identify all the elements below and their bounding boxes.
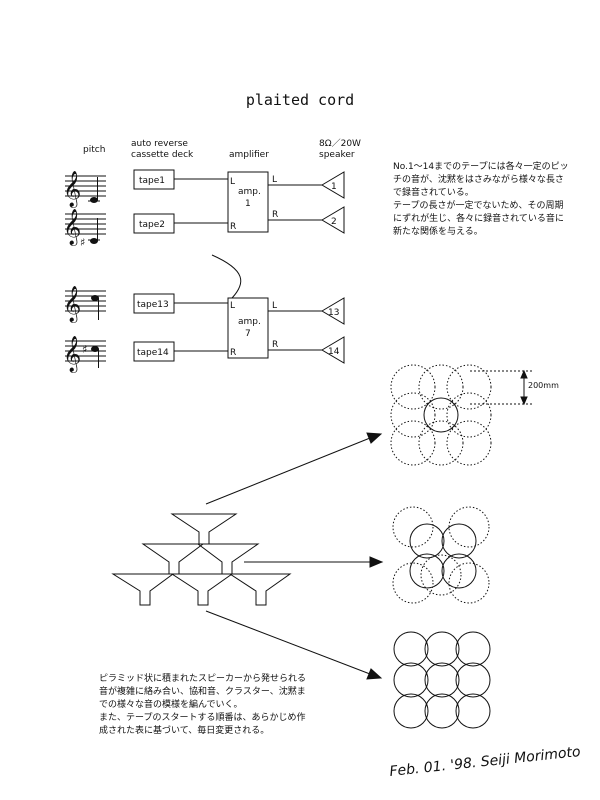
speaker-number: 14 [328, 347, 340, 357]
speaker-grid-2 [392, 506, 490, 604]
arrow-head [366, 668, 383, 680]
arrow-head [366, 432, 383, 444]
amp-box-7 [227, 297, 269, 359]
tape-label: tape14 [137, 348, 169, 358]
speaker-number: 2 [331, 217, 337, 227]
speaker-horn [170, 573, 234, 606]
speaker-horn [111, 573, 175, 606]
note-bottom: ピラミッド状に積まれたスピーカーから発せられる 音が複雑に絡み合い、協和音、クラ… [99, 674, 307, 736]
sharp-icon: ♯ [80, 236, 85, 249]
amp-link-curve [211, 254, 242, 299]
treble-clef-icon: 𝄞 [63, 171, 81, 208]
input-l-label: L [230, 177, 235, 187]
header-pitch: pitch [83, 145, 106, 155]
speaker-grid-3 [393, 631, 491, 729]
tape-label: tape1 [139, 176, 165, 186]
arrow-to-grid-1 [205, 437, 371, 505]
speaker-icon-13 [321, 297, 345, 325]
tape-label: tape2 [139, 220, 165, 230]
speaker-horn [170, 513, 238, 545]
tape-label: tape13 [137, 300, 169, 310]
header-deck: auto reverse cassette deck [131, 139, 194, 160]
amp-label: amp. [238, 317, 261, 327]
note-top: No.1～14までのテープには各々一定のピッ チの音が、沈黙をはさみながら様々な… [393, 162, 569, 237]
staff-2: 𝄞 ♯ [63, 209, 106, 249]
note-head [90, 197, 98, 203]
input-r-label: R [230, 348, 236, 358]
speaker-icon-14 [321, 336, 345, 364]
amp-number: 1 [245, 199, 251, 209]
amp-label: amp. [238, 187, 261, 197]
sharp-icon: ♯ [82, 343, 87, 356]
speaker-horn [141, 543, 205, 575]
speaker-horn [228, 573, 292, 606]
dimension-label: 200mm [528, 381, 559, 390]
note-head [91, 346, 99, 352]
treble-clef-icon: 𝄞 [63, 209, 81, 246]
signature: Feb. 01. '98. Seiji Morimoto [389, 744, 582, 780]
output-l-label: L [272, 301, 277, 311]
arrow-head [369, 556, 384, 568]
page-title: plaited cord [245, 91, 355, 109]
staff-4: 𝄞 ♯ [63, 336, 106, 373]
staff-3: 𝄞 [63, 286, 106, 323]
output-l-label: L [272, 175, 277, 185]
speaker-grid-1 [390, 364, 492, 466]
header-speaker: 8Ω／20W speaker [319, 139, 361, 160]
speaker-number: 1 [331, 182, 337, 192]
amp-box-1 [227, 171, 269, 233]
note-head [91, 295, 99, 301]
output-r-label: R [272, 210, 278, 220]
speaker-icon-2 [321, 206, 345, 234]
header-amplifier: amplifier [229, 150, 269, 160]
treble-clef-icon: 𝄞 [63, 286, 81, 323]
staff-1: 𝄞 [63, 171, 106, 208]
speaker-number: 13 [328, 308, 339, 318]
treble-clef-icon: 𝄞 [63, 336, 81, 373]
dimension-marker [470, 369, 532, 406]
input-l-label: L [230, 301, 235, 311]
speaker-horn [196, 543, 260, 575]
speaker-pyramid [111, 513, 292, 606]
amp-number: 7 [245, 329, 251, 339]
note-head [90, 238, 98, 244]
arrow-to-grid-3 [205, 610, 371, 675]
output-r-label: R [272, 340, 278, 350]
input-r-label: R [230, 222, 236, 232]
speaker-icon-1 [321, 171, 345, 199]
